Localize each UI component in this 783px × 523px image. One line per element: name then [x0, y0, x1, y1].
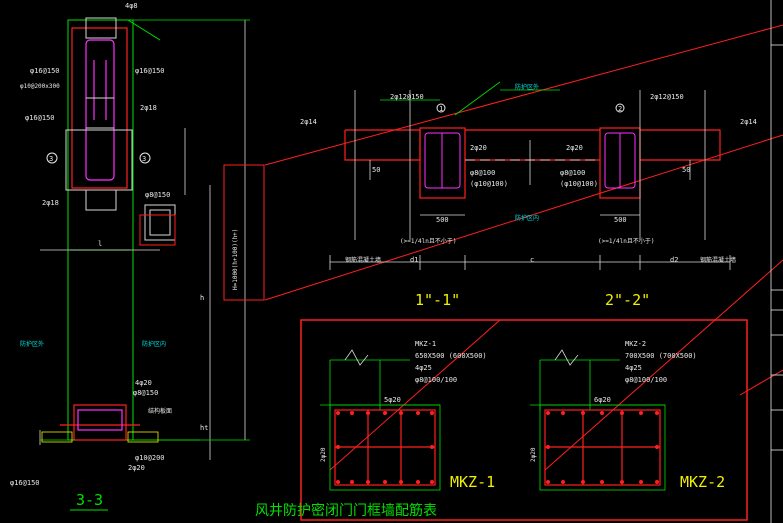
mkz1-size: 650X500 (600X500)	[415, 352, 487, 360]
mkz1-stirrup: φ8@100/100	[415, 376, 457, 384]
mkz2-left: 2φ20	[530, 447, 537, 462]
label-33-dim-h: h	[200, 294, 204, 302]
label-11-note: (>=1/4ln且不小于)	[400, 237, 457, 245]
label-22-note: (>=1/4ln且不小于)	[598, 237, 655, 245]
label-11-marker: 1	[439, 105, 443, 113]
label-33-b10: φ8@150	[133, 389, 158, 397]
label-33-b13: 2φ20	[128, 464, 145, 472]
label-22-dim-50: 50	[682, 166, 690, 174]
table-frame	[300, 319, 748, 521]
label-33-b9: 4φ20	[135, 379, 152, 387]
mkz1-tag: MKZ-1	[450, 473, 495, 491]
mkz2-size: 700X500 (700X500)	[625, 352, 697, 360]
label-33-zone-in: 防护区内	[142, 340, 166, 348]
label-11-wall: 钢筋混凝土墙	[345, 256, 381, 264]
label-33-b8: 2φ18	[42, 199, 59, 207]
mkz1-left: 2φ20	[320, 447, 327, 462]
label-22-d2: d2	[670, 256, 678, 264]
mkz2-stirrup: φ8@100/100	[625, 376, 667, 384]
section-title-11: 1"-1"	[415, 291, 460, 309]
label-33-ht: ht	[200, 424, 208, 432]
mkz2-bars	[546, 411, 659, 484]
label-33-side: 结构板面	[148, 407, 172, 415]
mkz-table: MKZ-1 650X500 (600X500) 4φ25 φ8@100/100 …	[255, 319, 748, 521]
section-1-2-plan: 防护区外 防护区内 2φ14 2φ12@150 1 2φ20 φ8@100 (φ…	[300, 81, 757, 309]
mkz2-bars-text: 4φ25	[625, 364, 642, 372]
label-33-b1: φ16@150	[30, 67, 60, 75]
label-33-m3-left: 3	[49, 155, 53, 163]
label-33-b4: 2φ18	[140, 104, 157, 112]
label-11-bars-b: 2φ12@150	[390, 93, 424, 101]
label-11-bars-a: 2φ14	[300, 118, 317, 126]
label-33-dim-l: l	[98, 240, 102, 248]
label-11-bars-e: (φ10@100)	[470, 180, 508, 188]
label-11-dim-50: 50	[372, 166, 380, 174]
mkz2-side: 6φ20	[594, 396, 611, 404]
mkz2-tag: MKZ-2	[680, 473, 725, 491]
mkz1-name: MKZ-1	[415, 340, 436, 348]
section-title-22: 2"-2"	[605, 291, 650, 309]
label-11-bars-d: φ8@100	[470, 169, 495, 177]
label-22-bars-b: 2φ12@150	[650, 93, 684, 101]
mkz1-side: 5φ20	[384, 396, 401, 404]
section-3-3: 4φ8 φ16@150 φ16@150 φ10@200x300 2φ18 φ16…	[10, 2, 265, 511]
label-22-bars-d: φ8@100	[560, 169, 585, 177]
label-11-zone-out: 防护区外	[515, 83, 539, 91]
label-11-bars-c: 2φ20	[470, 144, 487, 152]
right-edge-frame	[770, 0, 783, 523]
label-22-dim-500: 500	[614, 216, 627, 224]
label-22-bars-c: 2φ20	[566, 144, 583, 152]
label-33-b3: φ10@200x300	[20, 83, 60, 90]
label-33-dim-vert: H=1000(h+100)(h+)	[232, 229, 239, 290]
label-22-bars-e: (φ10@100)	[560, 180, 598, 188]
label-33-b5: φ16@150	[25, 114, 55, 122]
label-11-c: c	[530, 256, 534, 264]
label-33-b14: φ16@150	[10, 479, 40, 487]
label-11-d1: d1	[410, 256, 418, 264]
label-11-zone-in: 防护区内	[515, 214, 539, 222]
table-title: 风井防护密闭门门框墙配筋表	[255, 502, 437, 519]
label-33-m3-right: 3	[142, 155, 146, 163]
label-33-b2: φ16@150	[135, 67, 165, 75]
label-33-top: 4φ8	[125, 2, 138, 10]
mkz2-name: MKZ-2	[625, 340, 646, 348]
red-diagonals	[264, 24, 783, 471]
label-33-b7: φ8@150	[145, 191, 170, 199]
label-33-b12: φ10@200	[135, 454, 165, 462]
label-22-marker: 2	[618, 105, 622, 113]
label-11-dim-500: 500	[436, 216, 449, 224]
label-33-zone-out: 防护区外	[20, 340, 44, 348]
mkz1-bars	[336, 411, 434, 484]
label-22-bars-a: 2φ14	[740, 118, 757, 126]
section-title-33: 3-3	[76, 491, 103, 509]
label-22-wall: 钢筋混凝土墙	[700, 256, 736, 264]
mkz1-bars-text: 4φ25	[415, 364, 432, 372]
